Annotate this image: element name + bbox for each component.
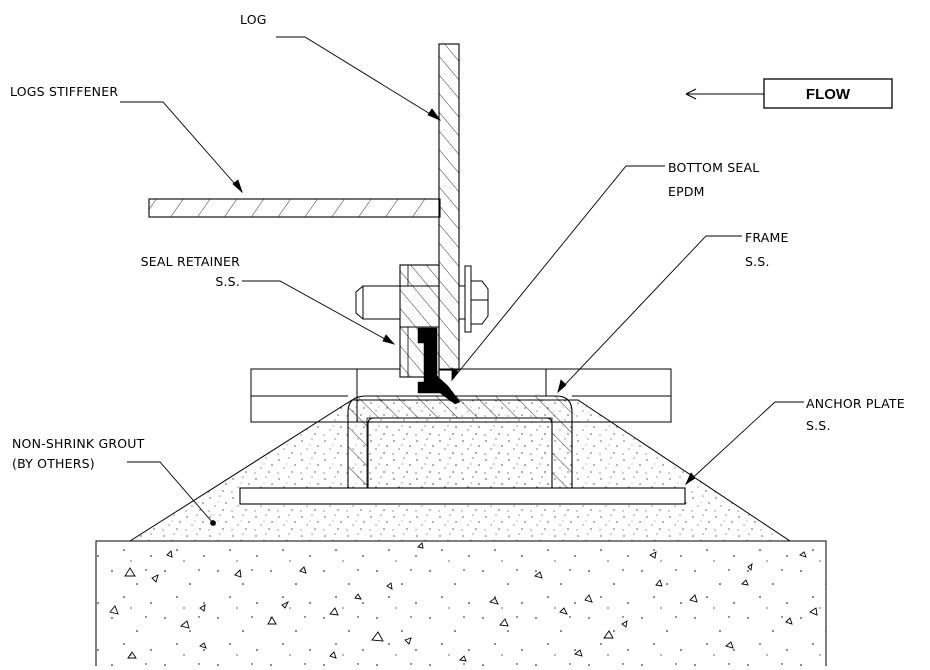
non-shrink-grout [128, 399, 792, 542]
frame-material-label: S.S. [745, 254, 770, 269]
bottom-seal-material-label: EPDM [668, 184, 705, 199]
leader-lines [120, 36, 804, 524]
grout-label: NON-SHRINK GROUT [12, 436, 145, 451]
callout-labels: LOG LOGS STIFFENER BOTTOM SEAL EPDM FRAM… [10, 12, 905, 471]
log [438, 43, 460, 371]
flow-indicator: FLOW [763, 78, 893, 109]
frame-label: FRAME [745, 230, 789, 245]
seal-retainer-material-label: S.S. [215, 274, 240, 289]
bolt [355, 265, 489, 333]
seal-retainer [399, 264, 440, 378]
seal-retainer-label: SEAL RETAINER [141, 254, 240, 269]
flow-arrow-icon [685, 88, 697, 100]
concrete-base [95, 540, 827, 670]
log-label: LOG [240, 12, 267, 27]
flow-label: FLOW [806, 86, 851, 103]
anchor-plate [239, 487, 686, 505]
leader-arrowheads [210, 108, 696, 526]
logs-stiffener-label: LOGS STIFFENER [10, 84, 118, 99]
bottom-seal-epdm [417, 327, 461, 405]
logs-stiffener [148, 198, 441, 218]
bottom-seal-label: BOTTOM SEAL [668, 160, 759, 175]
anchor-plate-material-label: S.S. [806, 418, 831, 433]
grout-note-label: (BY OTHERS) [12, 456, 95, 471]
anchor-plate-label: ANCHOR PLATE [806, 396, 905, 411]
